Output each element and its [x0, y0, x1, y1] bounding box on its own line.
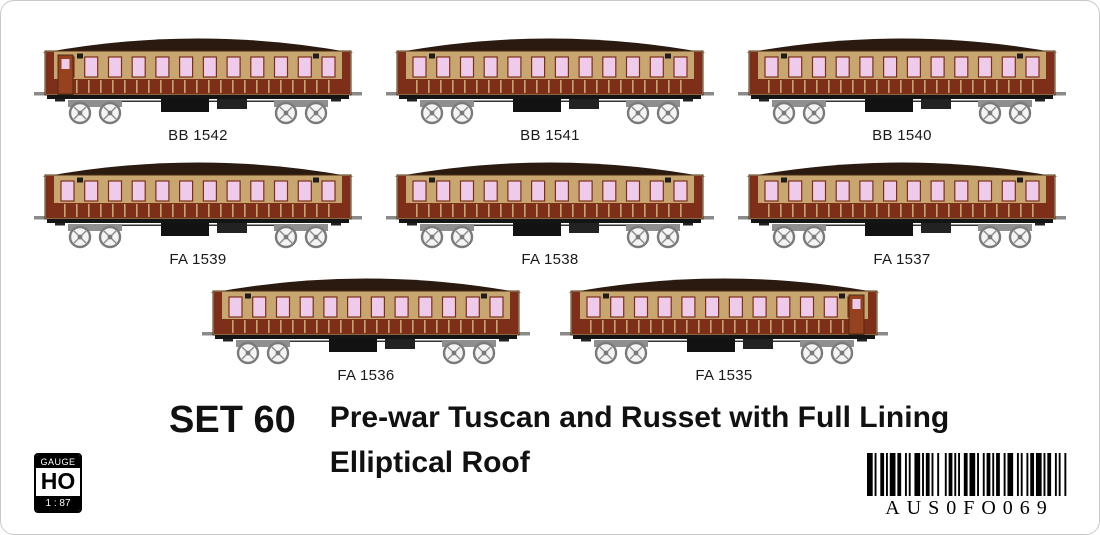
carriage-illustration	[34, 162, 362, 249]
carriage: FA 1535	[559, 269, 889, 384]
carriage: BB 1541	[385, 29, 715, 144]
carriage-illustration	[202, 278, 530, 365]
carriage-label: BB 1540	[872, 127, 932, 144]
gauge-badge-ratio: 1 : 87	[36, 496, 80, 512]
set-description-line1: Pre-war Tuscan and Russet with Full Lini…	[329, 401, 950, 434]
carriage-row-3: FA 1536 FA 1535	[201, 269, 889, 384]
carriage-row-1: BB 1542 BB 1541 BB 1540	[33, 29, 1067, 144]
carriage: BB 1540	[737, 29, 1067, 144]
carriage-illustration	[738, 162, 1066, 249]
carriage-label: BB 1542	[168, 127, 228, 144]
gauge-badge-scale: HO	[40, 468, 76, 494]
carriage: FA 1537	[737, 153, 1067, 268]
carriage: FA 1538	[385, 153, 715, 268]
carriage: FA 1539	[33, 153, 363, 268]
carriage-label: FA 1538	[521, 251, 579, 268]
carriage-illustration	[560, 278, 888, 365]
carriage-label: FA 1535	[695, 367, 753, 384]
carriage-label: BB 1541	[520, 127, 580, 144]
carriage-label: FA 1536	[337, 367, 395, 384]
gauge-badge: GAUGE HO 1 : 87	[34, 453, 82, 514]
barcode-bars	[867, 453, 1067, 496]
carriage-label: FA 1537	[873, 251, 931, 268]
set-description: Pre-war Tuscan and Russet with Full Lini…	[330, 395, 950, 485]
carriage-row-2: FA 1539 FA 1538 FA 1537	[33, 153, 1067, 268]
carriage-illustration	[386, 162, 714, 249]
set-description-line2: Elliptical Roof	[329, 446, 530, 479]
set-number: SET 60	[169, 399, 296, 441]
barcode: AUS0FO069	[867, 453, 1072, 520]
carriage-illustration	[34, 38, 362, 125]
carriage-illustration	[738, 38, 1066, 125]
barcode-text: AUS0FO069	[885, 497, 1054, 519]
caption-block: SET 60 Pre-war Tuscan and Russet with Fu…	[169, 395, 949, 485]
carriage: BB 1542	[33, 29, 363, 144]
carriage-label: FA 1539	[169, 251, 227, 268]
carriage: FA 1536	[201, 269, 531, 384]
carriage-illustration	[386, 38, 714, 125]
gauge-badge-label: GAUGE	[36, 455, 80, 468]
